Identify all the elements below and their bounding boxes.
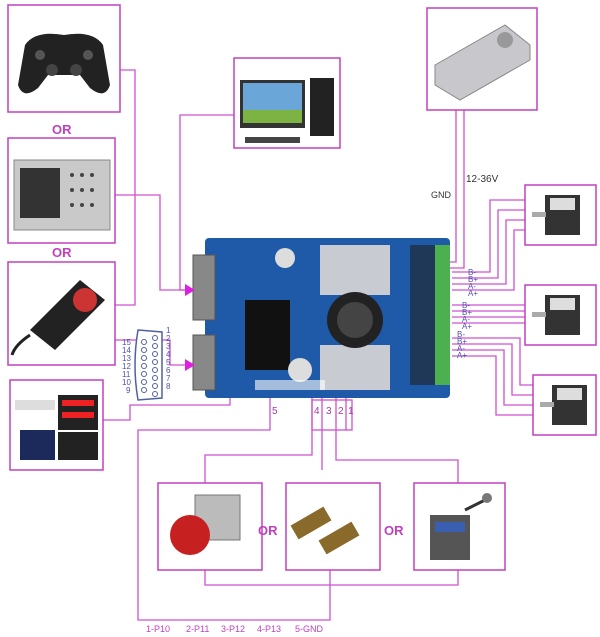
svg-text:4: 4 bbox=[314, 406, 320, 417]
svg-text:10: 10 bbox=[122, 378, 131, 387]
svg-text:A-: A- bbox=[462, 315, 470, 324]
svg-text:2-P11: 2-P11 bbox=[186, 624, 209, 634]
mpg-handwheel-icon bbox=[10, 280, 105, 356]
svg-text:2: 2 bbox=[166, 334, 171, 343]
svg-text:3-P12: 3-P12 bbox=[221, 624, 245, 634]
svg-text:1: 1 bbox=[166, 326, 171, 335]
or-label: OR bbox=[52, 122, 72, 137]
power-supply-icon bbox=[434, 24, 531, 101]
stepper-driver-board bbox=[192, 238, 450, 398]
limit-switch-icon bbox=[430, 493, 492, 560]
svg-text:13: 13 bbox=[122, 354, 131, 363]
svg-text:12: 12 bbox=[122, 362, 131, 371]
svg-text:A+: A+ bbox=[457, 351, 467, 360]
arrow-icon bbox=[185, 284, 195, 296]
gnd-label: GND bbox=[431, 190, 452, 200]
arrow-icon bbox=[185, 359, 195, 371]
gamepad-icon bbox=[18, 33, 110, 94]
svg-text:9: 9 bbox=[126, 386, 131, 395]
svg-text:14: 14 bbox=[122, 346, 131, 355]
svg-text:A-: A- bbox=[457, 344, 465, 353]
db15-connector-icon bbox=[134, 329, 163, 401]
display-module-icon bbox=[15, 395, 98, 460]
or-label: OR bbox=[258, 523, 278, 538]
wires bbox=[103, 69, 533, 621]
svg-text:1: 1 bbox=[348, 406, 354, 417]
svg-text:5: 5 bbox=[166, 358, 171, 367]
svg-text:7: 7 bbox=[166, 374, 171, 383]
svg-text:B+: B+ bbox=[457, 337, 467, 346]
or-label: OR bbox=[384, 523, 404, 538]
svg-text:4-P13: 4-P13 bbox=[257, 624, 281, 634]
svg-text:15: 15 bbox=[122, 338, 131, 347]
svg-text:3: 3 bbox=[166, 342, 171, 351]
svg-text:B-: B- bbox=[468, 268, 476, 277]
desktop-computer-icon bbox=[240, 78, 334, 143]
voltage-label: 12-36V bbox=[466, 174, 499, 185]
cnc-controller-keypad-icon bbox=[13, 159, 111, 231]
svg-text:A+: A+ bbox=[462, 322, 472, 331]
svg-text:B-: B- bbox=[462, 301, 470, 310]
svg-text:11: 11 bbox=[122, 370, 131, 379]
svg-text:3: 3 bbox=[326, 406, 332, 417]
svg-text:B-: B- bbox=[457, 330, 465, 339]
motor-pin-labels: B-B+A-A+ B-B+A-A+ B-B+A-A+ bbox=[457, 268, 478, 360]
svg-text:1-P10: 1-P10 bbox=[146, 624, 170, 634]
svg-text:B+: B+ bbox=[468, 275, 478, 284]
svg-text:A+: A+ bbox=[468, 289, 478, 298]
svg-text:5: 5 bbox=[272, 406, 278, 417]
emergency-stop-icon bbox=[170, 494, 241, 555]
svg-text:B+: B+ bbox=[462, 308, 472, 317]
svg-text:6: 6 bbox=[166, 366, 171, 375]
svg-text:8: 8 bbox=[166, 382, 171, 391]
svg-text:2: 2 bbox=[338, 406, 344, 417]
limit-pin-labels: 1-P10 2-P11 3-P12 4-P13 5-GND bbox=[146, 624, 324, 634]
proximity-sensor-icon bbox=[290, 506, 360, 555]
svg-text:4: 4 bbox=[166, 350, 171, 359]
board-pin-numbers: 5 4 3 2 1 bbox=[272, 406, 354, 417]
or-label: OR bbox=[52, 245, 72, 260]
svg-text:A-: A- bbox=[468, 282, 476, 291]
stepper-motor-icons bbox=[532, 195, 587, 425]
svg-text:5-GND: 5-GND bbox=[295, 624, 324, 634]
